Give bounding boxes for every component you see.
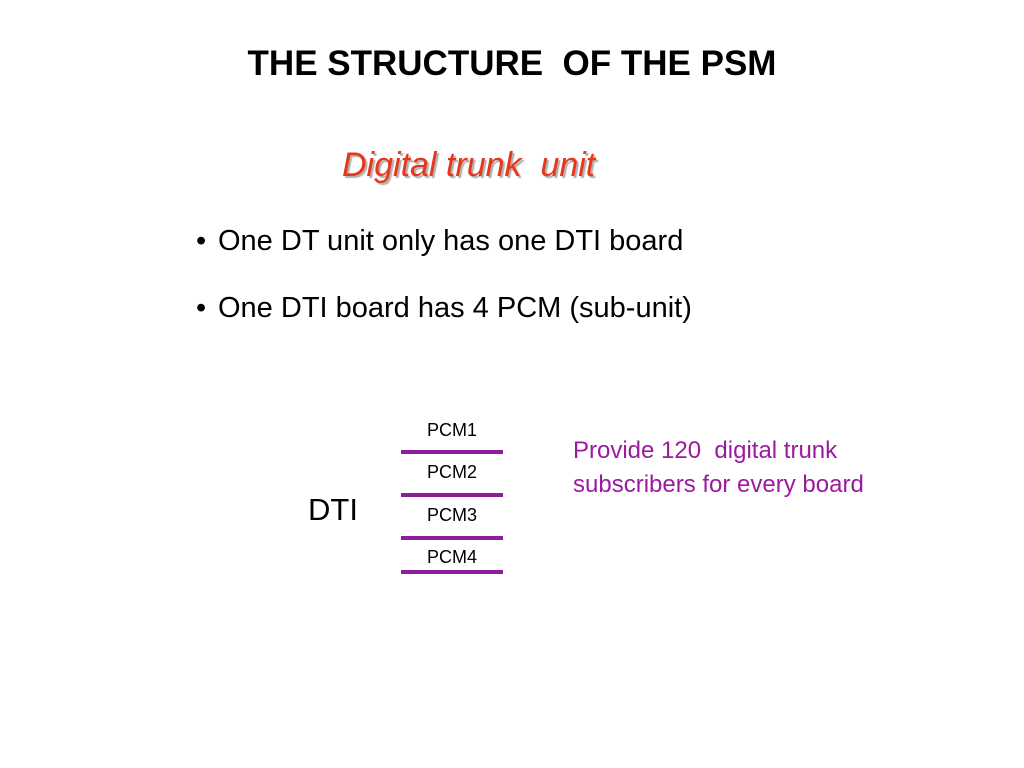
bullet-item: • One DTI board has 4 PCM (sub-unit) xyxy=(196,289,692,356)
pcm-label-4: PCM4 xyxy=(426,547,477,567)
pcm-label-1: PCM1 xyxy=(426,420,477,440)
capacity-note-line-2: subscribers for every board xyxy=(573,471,864,498)
pcm-divider-1 xyxy=(401,450,503,454)
pcm-label-3: PCM3 xyxy=(426,505,477,525)
bullet-dot-icon: • xyxy=(196,292,207,324)
pcm-label-2: PCM2 xyxy=(426,462,477,482)
capacity-note-line-1: Provide 120 digital trunk xyxy=(573,437,838,464)
pcm-divider-4 xyxy=(401,570,503,574)
slide-title: THE STRUCTURE OF THE PSM xyxy=(247,44,777,83)
pcm-divider-2 xyxy=(401,493,503,497)
capacity-note: Provide 120 digital trunk subscribers fo… xyxy=(573,434,953,502)
pcm-divider-3 xyxy=(401,536,503,540)
bullet-text: One DTI board has 4 PCM (sub-unit) xyxy=(218,292,692,324)
bullet-item: • One DT unit only has one DTI board xyxy=(196,222,692,289)
bullet-list: • One DT unit only has one DTI board • One… xyxy=(196,222,692,356)
slide-subtitle: Digital trunk unit xyxy=(342,146,596,184)
bullet-text: One DT unit only has one DTI board xyxy=(218,225,684,257)
dti-board-label: DTI xyxy=(308,492,358,527)
bullet-dot-icon: • xyxy=(196,225,207,257)
